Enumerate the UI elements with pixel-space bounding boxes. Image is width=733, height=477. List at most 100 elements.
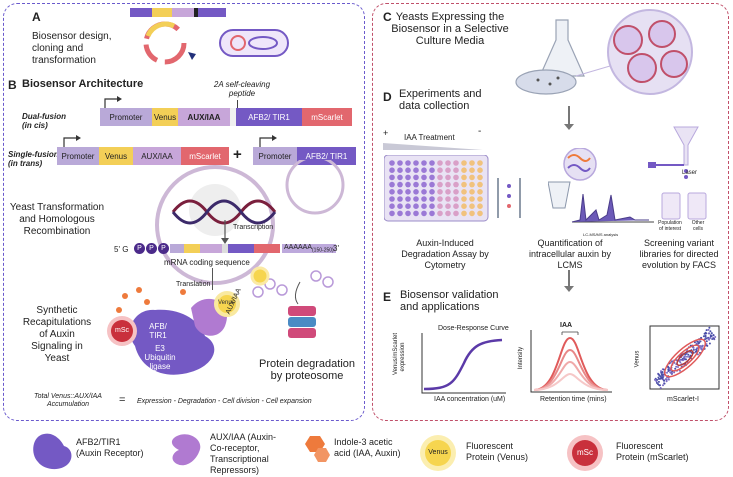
plasmid-mini-icon	[230, 35, 246, 51]
scatter-point	[677, 366, 679, 368]
lcms-illustration	[548, 148, 654, 223]
protein-complex-illustration	[116, 287, 240, 375]
dual-venus-segment: Venus	[152, 108, 178, 126]
panel-d-letter: D	[383, 90, 392, 104]
protein-degradation-line: by proteosome	[270, 370, 344, 382]
plate-well	[421, 167, 427, 173]
cell-zoom-circle	[563, 148, 597, 181]
laser-source-icon	[648, 162, 656, 168]
degradation-arrow	[294, 281, 301, 305]
mscarlet-fluorophore: mSc	[111, 320, 133, 342]
protein-degradation-label: Protein degradation by proteosome	[248, 358, 366, 382]
scatter-point	[674, 367, 677, 370]
scatter-point	[696, 340, 699, 343]
scatter-point	[666, 371, 668, 374]
legend-venus: Fluorescent Protein (Venus)	[466, 441, 528, 463]
plate-well	[461, 160, 467, 166]
plate-well	[477, 160, 483, 166]
peptide-note: 2A self-cleaving peptide	[192, 80, 292, 98]
legend-line: Co-receptor,	[210, 443, 260, 453]
cell-dot	[507, 184, 511, 188]
zoom-line	[575, 65, 611, 77]
ppp-cap: P P P	[134, 243, 169, 254]
plate-well	[453, 167, 459, 173]
synthetic-line: Yeast	[44, 353, 70, 364]
peptide-pointer	[237, 100, 238, 108]
dose-response-plot	[421, 333, 506, 394]
mrna-segment	[200, 244, 222, 253]
chromatogram-trace	[571, 193, 649, 223]
plate-well	[477, 174, 483, 181]
legend-aux-iaa: AUX/IAA (Auxin- Co-receptor, Transcripti…	[210, 432, 276, 476]
plate-well	[421, 203, 427, 209]
poly-a-tail: AAAAAA(150-250)	[282, 244, 336, 254]
plate-well	[429, 167, 435, 173]
yeast-cell-icon	[613, 25, 643, 55]
single-venus-segment: Venus	[99, 147, 133, 165]
eppendorf-tube-icon	[548, 181, 571, 209]
plate-well	[453, 174, 459, 181]
scatter-point	[705, 332, 708, 335]
iaa-gradient-wedge	[383, 143, 483, 150]
plate-well	[429, 189, 435, 195]
lc-peak-label: IAA	[560, 322, 573, 329]
scatter-point	[654, 378, 657, 381]
plate-well	[413, 181, 419, 188]
plate-well	[397, 189, 403, 195]
scatter-point	[663, 382, 666, 385]
three-prime-label: 3'	[333, 244, 339, 253]
iaa-plus: +	[383, 128, 389, 138]
plate-well	[405, 181, 411, 188]
panel-e-title-line: and applications	[400, 301, 480, 313]
plate-well	[469, 189, 475, 195]
other-cells-line: Other	[691, 220, 705, 226]
afb-label-line: TIR1	[149, 331, 167, 340]
translation-arrow	[212, 268, 213, 290]
plate-well	[453, 160, 459, 166]
iaa-legend-icon	[305, 436, 330, 462]
panel-b-title: Biosensor Architecture	[22, 78, 144, 90]
phosphate-icon: P	[134, 243, 145, 254]
scatter-point	[675, 365, 678, 368]
plate-well	[461, 196, 467, 202]
e3-label-line: ligase	[149, 362, 171, 371]
dna-bar-segment	[152, 8, 172, 17]
scatter-point	[705, 340, 708, 343]
legend-line: Protein (mScarlet)	[616, 452, 689, 462]
panel-c-title: Yeasts Expressing the Biosensor in a Sel…	[385, 11, 515, 47]
plate-well	[469, 203, 475, 209]
scatter-point	[660, 370, 662, 373]
venus-fluorophore	[214, 291, 240, 317]
plate-well	[469, 160, 475, 166]
other-cells-label: Other cells	[686, 220, 710, 232]
plate-well	[397, 160, 403, 166]
plate-well	[397, 210, 403, 217]
single-fusion-line: (in trans)	[8, 159, 43, 168]
panel-d-title: Experiments and data collection	[399, 88, 482, 112]
scatter-point	[668, 367, 671, 370]
plate-well	[429, 174, 435, 181]
plate-well	[461, 167, 467, 173]
legend-line: Fluorescent	[466, 441, 514, 451]
plate-well	[437, 196, 443, 202]
e3-label-line: Ubiquitin	[144, 353, 176, 362]
afb-tir1-protein	[130, 309, 215, 375]
lc-axes	[530, 330, 612, 393]
lc-ylabel: Intensity	[518, 346, 525, 370]
plate-well	[453, 196, 459, 202]
yeast-transformation-line: Yeast Transformation	[9, 202, 105, 213]
synthetic-line: of Auxin	[39, 329, 75, 340]
plate-well	[477, 203, 483, 209]
plate-well	[437, 181, 443, 188]
scatter-point	[684, 353, 687, 356]
plus-sign: +	[233, 146, 242, 163]
scatter-point	[698, 340, 701, 343]
equation-left: Total Venus::AUX/IAA Accumulation	[18, 393, 118, 409]
phosphate-icon: P	[146, 243, 157, 254]
plate-well	[389, 174, 395, 181]
auxin-molecule	[567, 154, 591, 162]
scatter-point	[705, 329, 708, 332]
panel-c-title-line: Culture Media	[415, 35, 485, 47]
panel-a-text: Biosensor design, cloning and transforma…	[32, 31, 112, 67]
plate-well	[437, 210, 443, 217]
